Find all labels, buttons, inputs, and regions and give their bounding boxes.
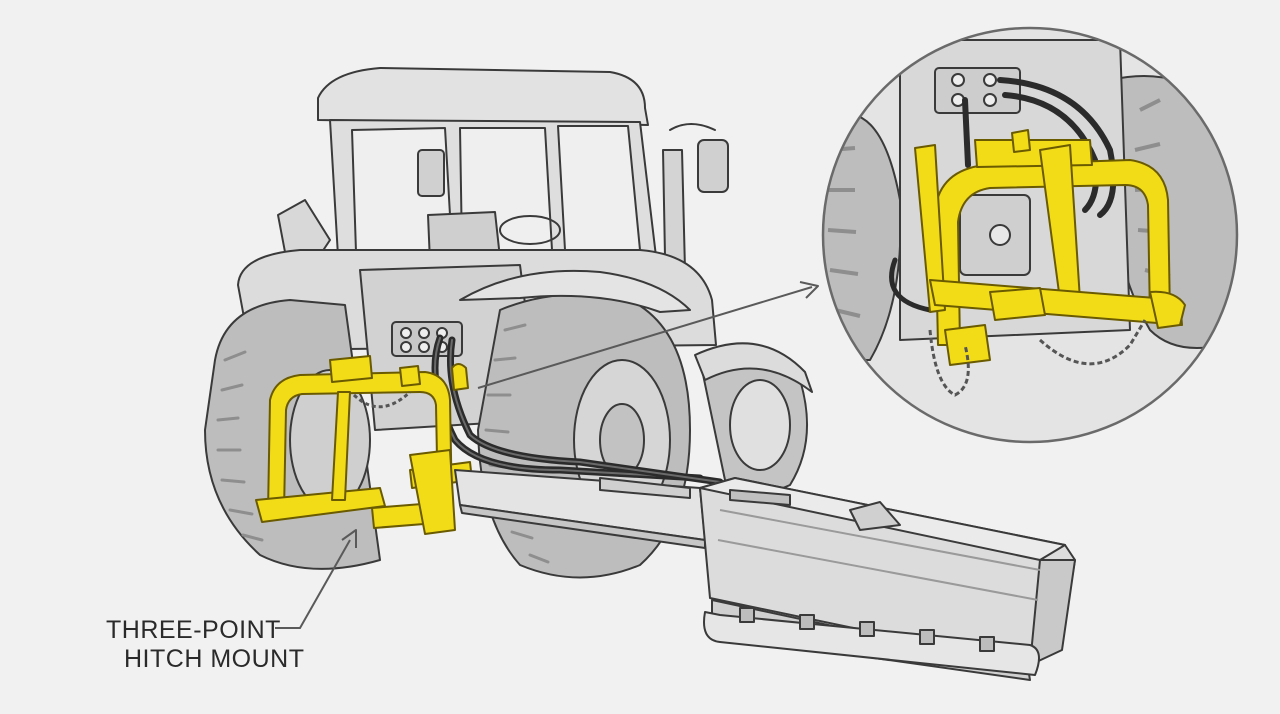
check-chain bbox=[352, 390, 412, 409]
hitch-callout-line-2: HITCH MOUNT bbox=[124, 645, 305, 673]
front-wheel bbox=[694, 342, 813, 493]
magnified-hitch-detail bbox=[821, 26, 1239, 444]
hitch-callout-line-1: THREE-POINT bbox=[106, 616, 281, 644]
flail-mower-illustration bbox=[454, 469, 1076, 681]
rear-light bbox=[277, 199, 331, 256]
hydraulic-hoses bbox=[431, 334, 724, 486]
hitch-leader-line bbox=[275, 539, 351, 629]
detail-chain-left bbox=[928, 329, 970, 397]
detail-circle-border bbox=[821, 26, 1239, 444]
three-point-hitch bbox=[255, 355, 473, 535]
detail-chain-right bbox=[1038, 319, 1147, 366]
arrow-head-hitch bbox=[341, 529, 357, 548]
arrow-head-detail bbox=[799, 281, 819, 299]
callout-leaders bbox=[275, 281, 819, 629]
detail-leader-line bbox=[477, 286, 813, 389]
rear-fender bbox=[459, 269, 691, 313]
